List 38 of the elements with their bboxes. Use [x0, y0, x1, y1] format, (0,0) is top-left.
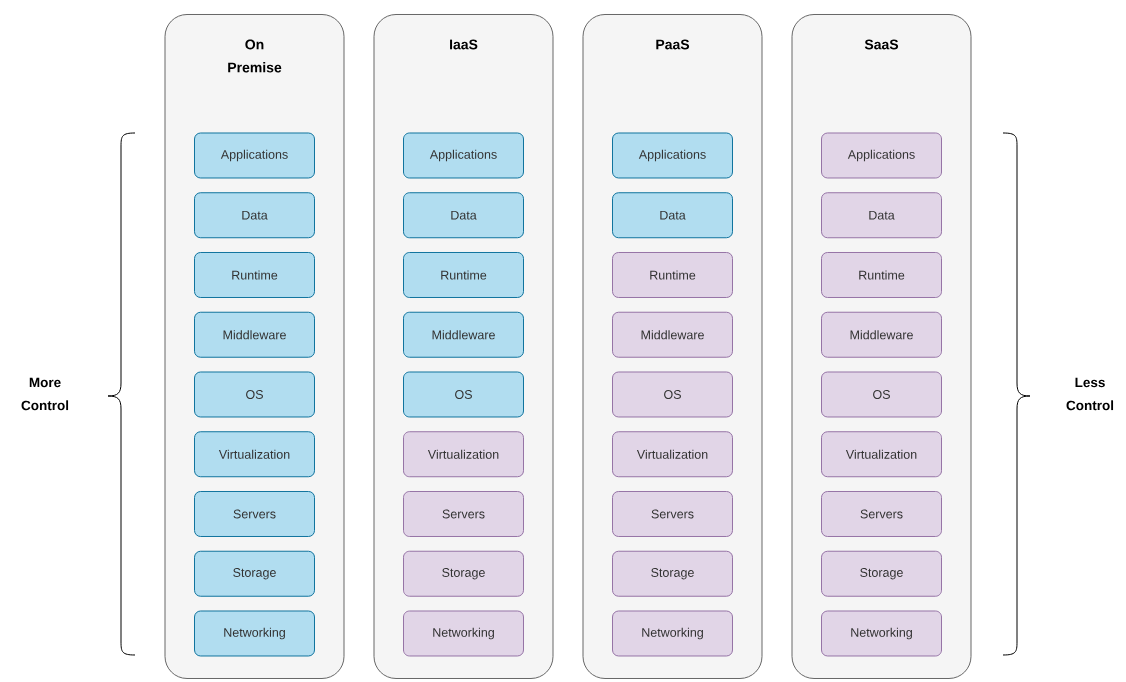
layer-box: Networking: [612, 610, 733, 657]
side-label: Less Control: [1066, 377, 1114, 411]
layer-box: Servers: [821, 491, 942, 537]
layer-box: Data: [194, 192, 315, 239]
layer-box: Runtime: [194, 252, 315, 298]
layer-box: Storage: [194, 550, 315, 597]
layer-box: Applications: [821, 132, 942, 179]
layer-box: OS: [403, 371, 524, 418]
layer-box: Virtualization: [194, 431, 315, 478]
layer-box: Virtualization: [403, 431, 524, 478]
layer-box: Networking: [821, 610, 942, 657]
layer-box: Storage: [403, 550, 524, 597]
layer-box: Middleware: [194, 311, 315, 358]
layer-box: Middleware: [821, 311, 942, 358]
layer-box: Runtime: [612, 252, 733, 298]
layer-box: Servers: [194, 491, 315, 537]
layer-box: Servers: [612, 491, 733, 537]
layer-box: Applications: [403, 132, 524, 179]
layer-box: OS: [194, 371, 315, 418]
layer-box: Servers: [403, 491, 524, 537]
layer-box: Storage: [821, 550, 942, 597]
layer-box: Runtime: [403, 252, 524, 298]
layer-box: Applications: [612, 132, 733, 179]
layer-box: Networking: [194, 610, 315, 657]
layer-box: Networking: [403, 610, 524, 657]
layer-box: Middleware: [612, 311, 733, 358]
layer-box: Data: [612, 192, 733, 239]
layer-box: Data: [403, 192, 524, 239]
layer-box: OS: [612, 371, 733, 418]
layer-box: Virtualization: [821, 431, 942, 478]
layer-box: Applications: [194, 132, 315, 179]
side-label: More Control: [21, 377, 69, 411]
layer-box: Storage: [612, 550, 733, 597]
layer-box: Data: [821, 192, 942, 239]
layer-box: Middleware: [403, 311, 524, 358]
layer-box: OS: [821, 371, 942, 418]
layer-box: Virtualization: [612, 431, 733, 478]
layer-box: Runtime: [821, 252, 942, 298]
